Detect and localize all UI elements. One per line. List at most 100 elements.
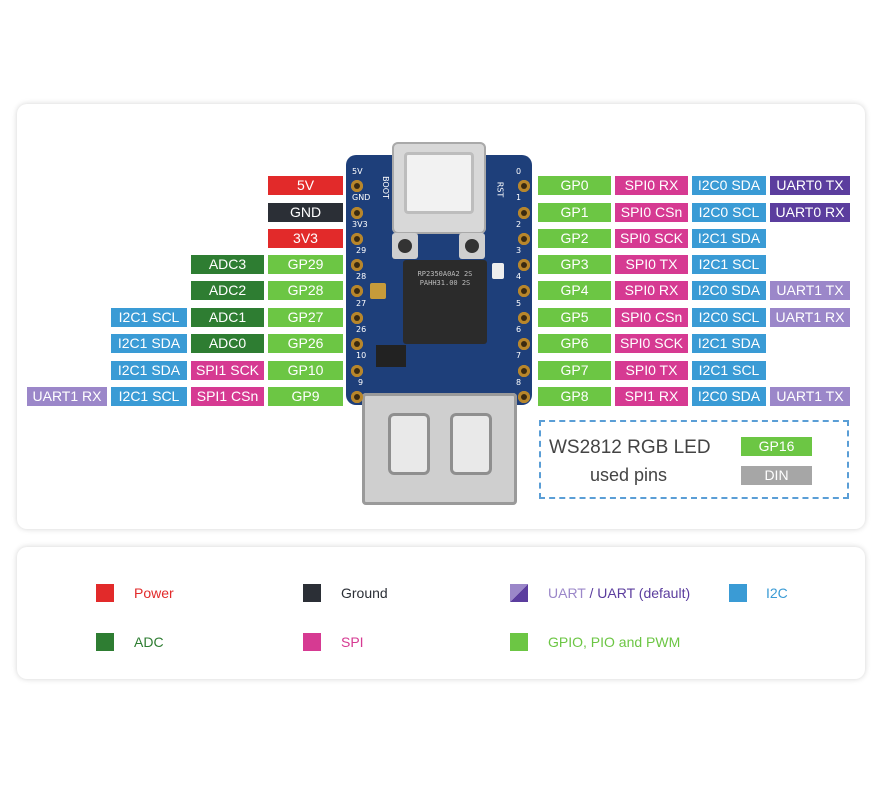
- label-i2c1-sda-10: I2C1 SDA: [111, 361, 187, 380]
- silk-5v: 5V: [352, 167, 363, 176]
- legend-ground-label: Ground: [341, 585, 388, 601]
- reset-button: [459, 233, 485, 259]
- label-adc1: ADC1: [191, 308, 264, 327]
- silk-2: 2: [516, 220, 522, 229]
- label-gp29: GP29: [268, 255, 343, 274]
- label-adc3: ADC3: [191, 255, 264, 274]
- chip-marking: RP2350A0A2 2S PAHH31.00 2S: [417, 270, 473, 287]
- left-pin-pad: [351, 285, 363, 297]
- label-i2c1-sda-2: I2C1 SDA: [692, 229, 766, 248]
- legend-panel: [17, 547, 865, 679]
- silk-7: 7: [516, 351, 522, 360]
- silk-6: 6: [516, 325, 522, 334]
- right-pin-pad: [518, 285, 530, 297]
- label-gp8: GP8: [538, 387, 611, 406]
- label-i2c0-scl-1: I2C0 SCL: [692, 203, 766, 222]
- label-uart0-tx-0: UART0 TX: [770, 176, 850, 195]
- legend-uart-alt: UART: [548, 585, 586, 601]
- legend-gpio-swatch: [510, 633, 528, 651]
- legend-spi-swatch: [303, 633, 321, 651]
- label-gp1: GP1: [538, 203, 611, 222]
- label-spi1-rx-8: SPI1 RX: [615, 387, 688, 406]
- legend-gpio-label: GPIO, PIO and PWM: [548, 634, 681, 650]
- label-uart1-tx-4: UART1 TX: [770, 281, 850, 300]
- silk-boot: BOOT: [380, 176, 390, 199]
- label-i2c0-sda-4: I2C0 SDA: [692, 281, 766, 300]
- label-3v3: 3V3: [268, 229, 343, 248]
- legend-i2c-swatch: [729, 584, 747, 602]
- label-gp4: GP4: [538, 281, 611, 300]
- ws2812-din: DIN: [741, 466, 812, 485]
- left-pin-pad: [351, 312, 363, 324]
- label-gp26: GP26: [268, 334, 343, 353]
- silk-3v3: 3V3: [352, 220, 368, 229]
- label-uart1-rx-9: UART1 RX: [27, 387, 107, 406]
- label-i2c1-sda-26: I2C1 SDA: [111, 334, 187, 353]
- legend-uart-sep: /: [585, 585, 598, 601]
- silk-4: 4: [516, 272, 522, 281]
- silk-8: 8: [516, 378, 522, 387]
- legend-spi-label: SPI: [341, 634, 364, 650]
- silk-gnd: GND: [352, 193, 371, 202]
- label-i2c0-sda-8: I2C0 SDA: [692, 387, 766, 406]
- right-pin-pad: [518, 207, 530, 219]
- label-gp2: GP2: [538, 229, 611, 248]
- left-pin-pad: [351, 391, 363, 403]
- boot-button: [392, 233, 418, 259]
- ws2812-box: [539, 420, 849, 499]
- label-5v: 5V: [268, 176, 343, 195]
- rgb-led: [492, 263, 504, 279]
- legend-uart-default: UART (default): [597, 585, 691, 601]
- silk-rst: RST: [495, 181, 505, 198]
- right-pin-pad: [518, 391, 530, 403]
- label-gp3: GP3: [538, 255, 611, 274]
- label-gp27: GP27: [268, 308, 343, 327]
- board: RP2350A0A2 2S PAHH31.00 2S 5V GND 3V3 29…: [346, 142, 532, 505]
- crystal: [370, 283, 386, 299]
- label-uart1-rx-5: UART1 RX: [770, 308, 850, 327]
- label-gp10: GP10: [268, 361, 343, 380]
- label-i2c1-scl-3: I2C1 SCL: [692, 255, 766, 274]
- label-spi0-sck-2: SPI0 SCK: [615, 229, 688, 248]
- label-gp0: GP0: [538, 176, 611, 195]
- right-pin-pad: [518, 312, 530, 324]
- silk-10: 10: [356, 351, 367, 360]
- left-pin-pad: [351, 180, 363, 192]
- silk-5: 5: [516, 299, 522, 308]
- label-spi0-tx-3: SPI0 TX: [615, 255, 688, 274]
- label-i2c0-scl-5: I2C0 SCL: [692, 308, 766, 327]
- left-pin-pad: [351, 207, 363, 219]
- label-spi1-csn-9: SPI1 CSn: [191, 387, 264, 406]
- usb-c-connector: [392, 142, 486, 234]
- ws2812-title: WS2812 RGB LED: [549, 437, 711, 458]
- label-i2c1-sda-6: I2C1 SDA: [692, 334, 766, 353]
- label-i2c0-sda-0: I2C0 SDA: [692, 176, 766, 195]
- label-gp6: GP6: [538, 334, 611, 353]
- regulator: [376, 345, 406, 367]
- silk-3: 3: [516, 246, 522, 255]
- left-pin-pad: [351, 338, 363, 350]
- rp2350-chip: RP2350A0A2 2S PAHH31.00 2S: [403, 260, 487, 344]
- silk-0: 0: [516, 167, 522, 176]
- silk-28: 28: [356, 272, 367, 281]
- label-gp5: GP5: [538, 308, 611, 327]
- legend-power-label: Power: [134, 585, 174, 601]
- left-pin-pad: [351, 233, 363, 245]
- usb-a-connector: [362, 393, 517, 505]
- ws2812-gp16: GP16: [741, 437, 812, 456]
- label-spi0-tx-7: SPI0 TX: [615, 361, 688, 380]
- silk-26: 26: [356, 325, 367, 334]
- label-uart1-tx-8: UART1 TX: [770, 387, 850, 406]
- label-i2c1-scl-9: I2C1 SCL: [111, 387, 187, 406]
- legend-i2c-label: I2C: [766, 585, 788, 601]
- label-spi1-sck-10: SPI1 SCK: [191, 361, 264, 380]
- right-pin-pad: [518, 180, 530, 192]
- legend-uart-label: UART / UART (default): [548, 584, 690, 602]
- right-pin-pad: [518, 338, 530, 350]
- label-adc0: ADC0: [191, 334, 264, 353]
- label-gp9: GP9: [268, 387, 343, 406]
- label-spi0-rx-4: SPI0 RX: [615, 281, 688, 300]
- right-pin-pad: [518, 365, 530, 377]
- silk-27: 27: [356, 299, 367, 308]
- label-gp28: GP28: [268, 281, 343, 300]
